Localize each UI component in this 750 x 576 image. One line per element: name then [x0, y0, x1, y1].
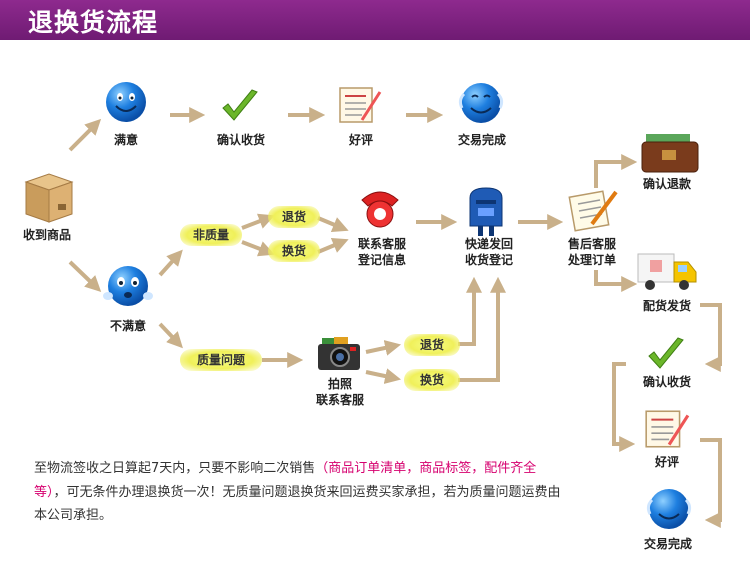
label-photo-contact: 拍照 联系客服 — [304, 376, 376, 408]
arrow-exchange-to-phone — [317, 238, 349, 254]
arrow-review-to-complete-2 — [700, 438, 722, 528]
delivery-truck-icon — [637, 253, 697, 290]
smiley-blue-icon — [106, 82, 146, 122]
checkmark-icon — [648, 337, 684, 369]
label-express-line1: 快递发回 — [464, 237, 513, 251]
label-aftersale-line1: 售后客服 — [567, 237, 616, 251]
arrow-confirm-to-review-2 — [612, 362, 636, 452]
arrow-box-to-satisfied — [68, 118, 102, 152]
camera-icon — [318, 337, 360, 370]
smiley-blue-icon — [646, 489, 692, 529]
pill-non-quality: 非质量 — [180, 224, 242, 246]
arrow-return2-to-mailbox — [458, 276, 482, 346]
pill-return-1: 退货 — [268, 206, 320, 228]
arrow-aftersale-to-refund — [594, 154, 638, 188]
review-notepad-icon — [339, 87, 382, 123]
pill-exchange-1: 换货 — [268, 240, 320, 262]
label-good-review-2: 好评 — [654, 455, 679, 469]
arrow-camera-to-return — [365, 340, 402, 356]
sad-face-icon — [103, 266, 153, 306]
pill-quality-issue: 质量问题 — [180, 349, 262, 371]
note-part2: ，可无条件办理退换货一次！无质量问题退换货来回运费买家承担，若为质量问题运费由本… — [34, 484, 561, 524]
arrow-camera-to-exchange — [365, 368, 402, 384]
note-highlight: （商品订单清单，商品标签，配件齐全等） — [34, 461, 537, 500]
review-notepad-icon — [645, 410, 690, 448]
label-satisfied: 满意 — [113, 133, 138, 147]
label-not-satisfied: 不满意 — [109, 319, 146, 333]
label-confirm-receipt: 确认收货 — [216, 133, 265, 147]
label-aftersale: 售后客服 处理订单 — [556, 236, 628, 268]
telephone-icon — [361, 191, 399, 228]
arrow-unsat-to-nonquality — [158, 249, 183, 277]
arrow-box-to-unsatisfied — [68, 260, 102, 292]
label-contact-register: 联系客服 登记信息 — [346, 236, 418, 268]
label-confirm-receipt-2: 确认收货 — [642, 375, 691, 389]
arrow-delivery-to-confirm — [700, 303, 722, 372]
label-transaction-complete-2: 交易完成 — [643, 537, 692, 551]
checkmark-icon — [222, 89, 258, 121]
notepad-pen-icon — [568, 190, 618, 232]
page-title: 退换货流程 — [28, 8, 159, 37]
box-icon — [24, 173, 74, 223]
label-photo-line1: 拍照 — [327, 377, 352, 391]
policy-note: 至物流签收之日算起7天内，只要不影响二次销售（商品订单清单，商品标签，配件齐全等… — [34, 457, 564, 528]
label-receive-goods: 收到商品 — [22, 228, 71, 242]
arrow-exchange2-to-mailbox — [458, 276, 506, 382]
arrow-aftersale-to-delivery — [594, 270, 638, 292]
header-bar: 退换货流程 — [0, 0, 750, 40]
arrow-nonquality-to-exchange — [241, 240, 275, 257]
pill-exchange-2: 换货 — [404, 369, 460, 391]
note-part1: 至物流签收之日算起7天内，只要不影响二次销售 — [34, 461, 316, 476]
label-contact-line1: 联系客服 — [357, 237, 406, 251]
label-delivery: 配货发货 — [642, 299, 691, 313]
label-photo-line2: 联系客服 — [315, 393, 364, 407]
pill-return-2: 退货 — [404, 334, 460, 356]
label-confirm-refund: 确认退款 — [642, 177, 691, 191]
arrow-unsat-to-quality — [158, 322, 183, 349]
label-good-review: 好评 — [348, 133, 373, 147]
smiley-blue-icon — [458, 83, 504, 123]
label-contact-line2: 登记信息 — [357, 253, 406, 267]
label-express-register: 快递发回 收货登记 — [454, 236, 524, 268]
mailbox-icon — [469, 187, 503, 236]
label-transaction-complete: 交易完成 — [457, 133, 506, 147]
arrow-return-to-phone — [317, 216, 349, 232]
arrow-nonquality-to-return — [241, 213, 275, 230]
label-express-line2: 收货登记 — [464, 253, 513, 267]
label-aftersale-line2: 处理订单 — [567, 253, 616, 267]
wallet-icon — [641, 134, 699, 173]
